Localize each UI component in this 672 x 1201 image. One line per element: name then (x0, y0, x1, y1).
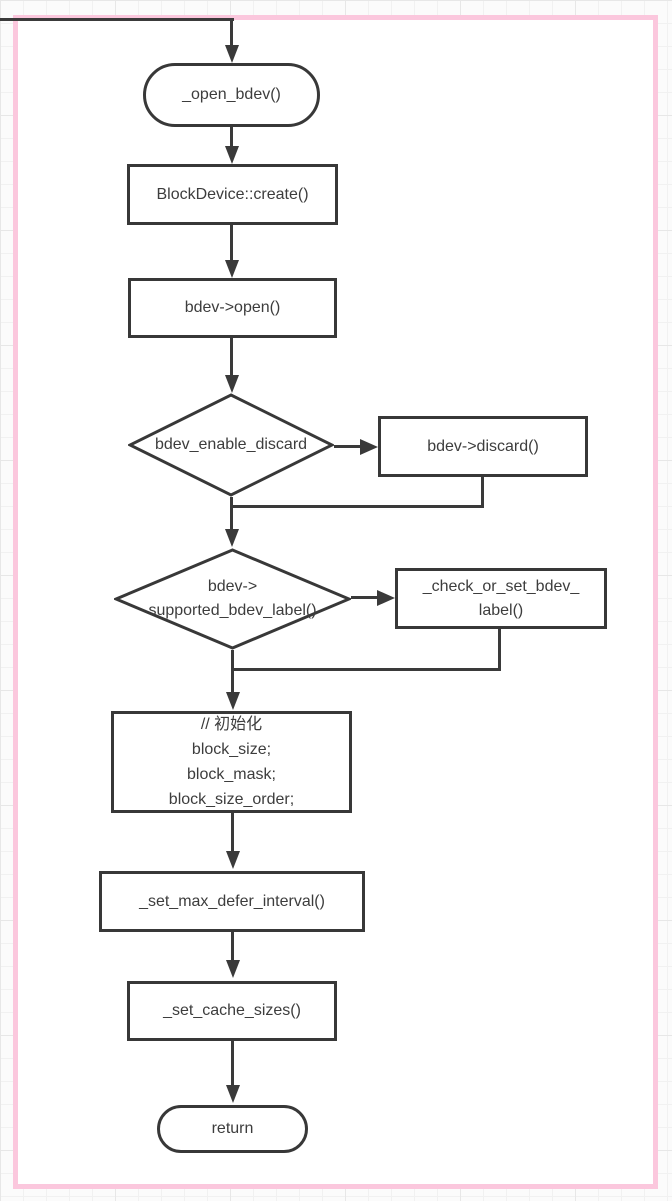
arrowhead-into-cache (226, 960, 240, 978)
arrowhead-into-checkset (377, 590, 395, 606)
process-node-bdev-discard[interactable]: bdev->discard() (378, 416, 588, 477)
edge-cache-to-end (231, 1041, 234, 1087)
init-code-line-block-mask: block_mask; (187, 766, 276, 783)
process-node-label-line2: label() (478, 601, 524, 619)
process-node-set-max-defer-interval[interactable]: _set_max_defer_interval() (99, 871, 365, 932)
process-node-label: BlockDevice::create() (156, 185, 309, 203)
process-node-bdev-open[interactable]: bdev->open() (128, 278, 337, 338)
end-node-label: return (211, 1120, 254, 1137)
diamond-shape (114, 548, 351, 650)
process-node-blockdevice-create[interactable]: BlockDevice::create() (127, 164, 338, 225)
process-node-label: bdev->discard() (427, 437, 539, 455)
arrowhead-into-create (225, 146, 239, 164)
arrowhead-into-start (225, 45, 239, 63)
edge-incoming-vertical (230, 18, 233, 47)
edge-defer-to-cache (231, 932, 234, 962)
edge-checkset-return-horizontal (231, 668, 501, 671)
decision-node-supported-bdev-label[interactable]: bdev-> supported_bdev_label() (114, 548, 351, 650)
decision-node-label-line2: supported_bdev_label() (148, 602, 317, 619)
edge-decision2-to-init (231, 650, 234, 692)
edge-incoming-horizontal (0, 18, 234, 21)
arrowhead-into-end (226, 1085, 240, 1103)
edge-start-to-create (230, 127, 233, 147)
edge-discard-return-horizontal (231, 505, 484, 508)
start-node-open-bdev[interactable]: _open_bdev() (143, 63, 320, 127)
arrowhead-into-open (225, 260, 239, 278)
edge-open-to-decision1 (230, 338, 233, 376)
end-node-return[interactable]: return (157, 1105, 308, 1153)
arrowhead-into-init (226, 692, 240, 710)
init-code-line-block-size-order: block_size_order; (168, 791, 295, 808)
edge-create-to-open (230, 225, 233, 261)
edge-decision1-to-decision2 (230, 497, 233, 531)
process-node-set-cache-sizes[interactable]: _set_cache_sizes() (127, 981, 337, 1041)
diamond-shape (128, 393, 334, 497)
process-node-label-line1: _check_or_set_bdev_ (422, 577, 580, 595)
edge-decision1-to-discard (334, 445, 362, 448)
edge-discard-return-vertical (481, 477, 484, 508)
arrowhead-into-discard (360, 439, 378, 455)
arrowhead-into-decision1 (225, 375, 239, 393)
arrowhead-into-defer (226, 851, 240, 869)
process-node-label: bdev->open() (184, 299, 281, 316)
decision-node-enable-discard[interactable]: bdev_enable_discard (128, 393, 334, 497)
init-comment-line: // 初始化 (200, 716, 263, 733)
process-node-init-block[interactable]: // 初始化 block_size; block_mask; block_siz… (111, 711, 352, 813)
process-node-label: _set_max_defer_interval() (139, 892, 325, 910)
edge-checkset-return-vertical (498, 629, 501, 671)
decision-node-label-line1: bdev-> (207, 578, 258, 595)
process-node-check-or-set-bdev-label[interactable]: _check_or_set_bdev_ label() (395, 568, 607, 629)
init-code-line-block-size: block_size; (191, 741, 272, 758)
start-node-label: _open_bdev() (182, 86, 281, 103)
edge-init-to-defer (231, 813, 234, 853)
arrowhead-into-decision2 (225, 529, 239, 547)
decision-node-label: bdev_enable_discard (154, 436, 308, 453)
edge-decision2-to-checkset (351, 596, 379, 599)
process-node-label: _set_cache_sizes() (163, 1002, 301, 1019)
